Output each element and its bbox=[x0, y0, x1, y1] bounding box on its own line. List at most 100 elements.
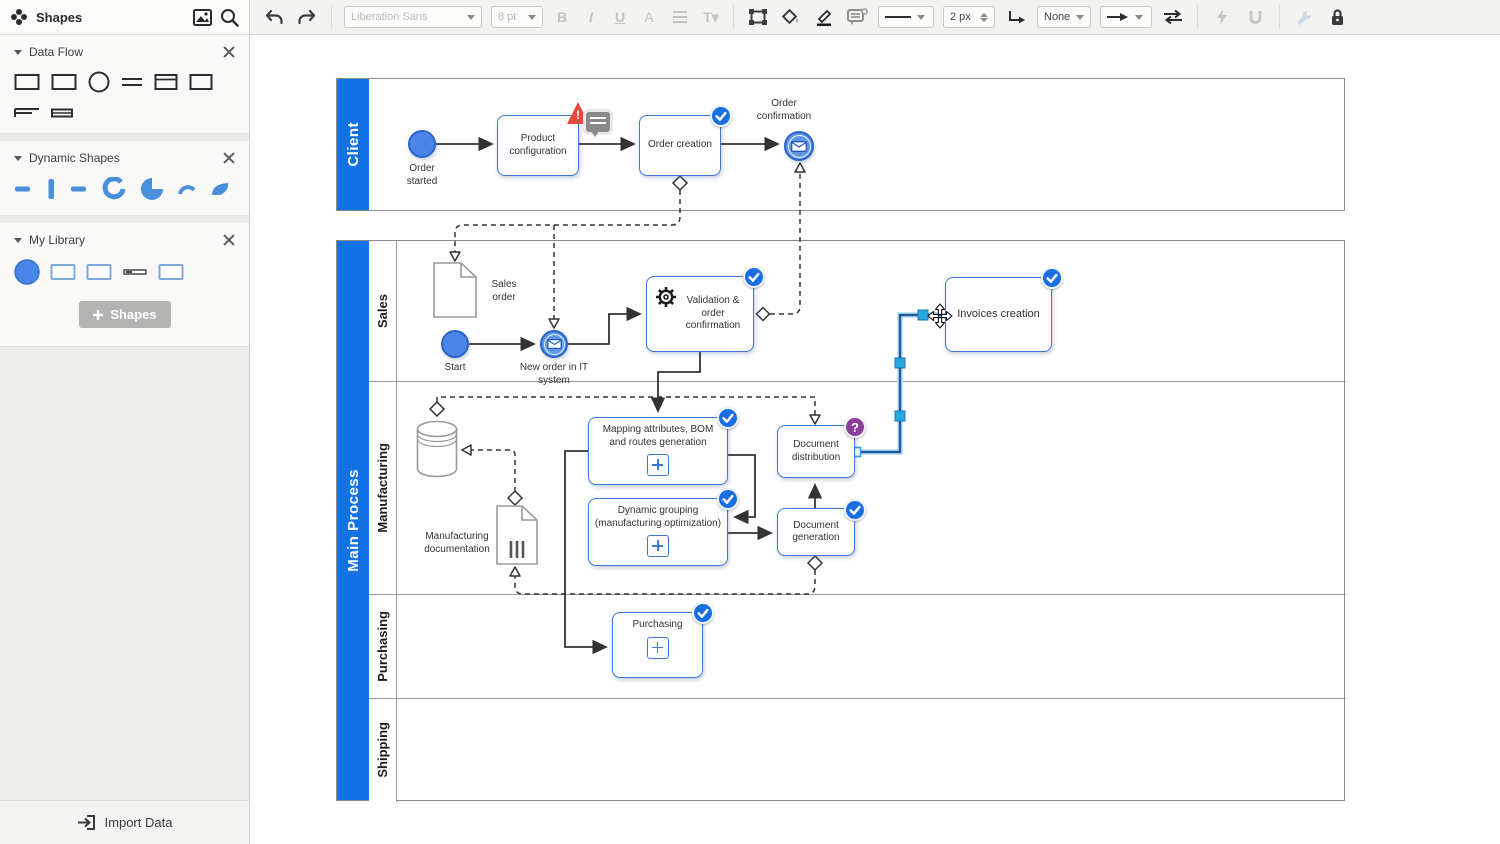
shape-parallel-lines[interactable] bbox=[121, 75, 143, 89]
shape-titled-rectangle[interactable] bbox=[154, 73, 178, 91]
shape-open-tape[interactable] bbox=[14, 107, 40, 119]
pool-client-header[interactable]: Client bbox=[337, 79, 369, 210]
sequence-flow[interactable] bbox=[436, 136, 823, 655]
shape-circle[interactable] bbox=[14, 259, 40, 285]
task-document-distribution[interactable]: Document distribution bbox=[777, 425, 855, 478]
align-button[interactable] bbox=[668, 5, 692, 29]
document-sales-order[interactable] bbox=[433, 262, 477, 318]
shape-rectangle-2[interactable] bbox=[86, 263, 112, 281]
text-options-button[interactable]: T▾ bbox=[703, 8, 719, 25]
shape-ellipse[interactable] bbox=[88, 71, 110, 93]
shape-arc[interactable] bbox=[102, 177, 126, 201]
shape-style-button[interactable] bbox=[746, 5, 770, 29]
start-event-start[interactable] bbox=[441, 330, 469, 358]
shape-rectangle-3[interactable] bbox=[189, 73, 213, 91]
collapse-caret-icon[interactable] bbox=[14, 155, 22, 161]
task-product-configuration[interactable]: Product configuration bbox=[497, 115, 579, 176]
text-color-button[interactable]: A bbox=[644, 9, 654, 25]
import-label: Import Data bbox=[104, 815, 173, 830]
line-endpoint-end-select[interactable] bbox=[1100, 6, 1152, 28]
comment-icon[interactable] bbox=[586, 112, 610, 137]
question-badge[interactable]: ? bbox=[844, 416, 866, 438]
image-icon[interactable] bbox=[193, 8, 212, 26]
wrench-icon[interactable] bbox=[1292, 5, 1316, 29]
task-validation[interactable]: Validation & order confirmation bbox=[646, 276, 754, 352]
lane-manufacturing[interactable]: Manufacturing bbox=[369, 381, 397, 594]
line-width-stepper[interactable]: 2 px bbox=[943, 6, 995, 28]
close-icon[interactable] bbox=[223, 46, 235, 58]
shape-rectangle-3[interactable] bbox=[158, 263, 184, 281]
magnet-icon[interactable] bbox=[1243, 5, 1267, 29]
task-dynamic-grouping[interactable]: Dynamic grouping (manufacturing optimiza… bbox=[588, 498, 728, 566]
add-shapes-button[interactable]: Shapes bbox=[78, 301, 171, 328]
shape-small-arc[interactable] bbox=[178, 182, 196, 196]
task-mapping-attributes[interactable]: Mapping attributes, BOM and routes gener… bbox=[588, 417, 728, 485]
bold-button[interactable]: B bbox=[556, 9, 568, 25]
redo-button[interactable] bbox=[295, 5, 319, 29]
lane-shipping[interactable]: Shipping bbox=[369, 698, 397, 802]
task-invoices-creation[interactable]: Invoices creation bbox=[945, 277, 1052, 352]
shape-rectangle-2[interactable] bbox=[51, 73, 77, 91]
search-icon[interactable] bbox=[220, 8, 239, 27]
diagram-canvas[interactable]: Client Main Process Sales Manufacturing … bbox=[250, 35, 1500, 844]
subprocess-plus-icon[interactable] bbox=[647, 535, 669, 557]
import-icon bbox=[77, 815, 95, 830]
import-data-button[interactable]: Import Data bbox=[0, 800, 249, 844]
comment-settings-button[interactable] bbox=[845, 5, 869, 29]
lock-icon[interactable] bbox=[1325, 5, 1349, 29]
message-flow[interactable] bbox=[436, 171, 816, 595]
chevron-down-icon bbox=[1076, 14, 1085, 20]
check-icon bbox=[1046, 273, 1058, 283]
shape-dash-2[interactable] bbox=[70, 180, 88, 198]
subprocess-plus-icon[interactable] bbox=[647, 454, 669, 476]
task-document-generation[interactable]: Document generation bbox=[777, 508, 855, 556]
undo-button[interactable] bbox=[262, 5, 286, 29]
line-style-select[interactable] bbox=[878, 6, 934, 28]
selected-connector[interactable] bbox=[856, 312, 942, 455]
shape-bar[interactable] bbox=[122, 267, 148, 277]
task-purchasing[interactable]: Purchasing bbox=[612, 612, 703, 678]
line-color-button[interactable] bbox=[812, 5, 836, 29]
font-family-select[interactable]: Liberation Sans bbox=[344, 6, 482, 28]
approved-badge[interactable] bbox=[710, 105, 732, 127]
shape-small-tape[interactable] bbox=[51, 108, 73, 118]
underline-button[interactable]: U bbox=[614, 9, 626, 25]
shape-rectangle[interactable] bbox=[14, 73, 40, 91]
shape-dash[interactable] bbox=[14, 180, 32, 198]
lane-sales[interactable]: Sales bbox=[369, 241, 397, 381]
close-icon[interactable] bbox=[223, 234, 235, 246]
task-order-creation[interactable]: Order creation bbox=[639, 115, 721, 176]
approved-badge[interactable] bbox=[717, 488, 739, 510]
lane-purchasing[interactable]: Purchasing bbox=[369, 594, 397, 698]
approved-badge[interactable] bbox=[743, 266, 765, 288]
approved-badge[interactable] bbox=[717, 407, 739, 429]
shape-rectangle[interactable] bbox=[50, 263, 76, 281]
swap-endpoints-button[interactable] bbox=[1161, 5, 1185, 29]
fill-color-button[interactable] bbox=[779, 5, 803, 29]
database-cylinder[interactable] bbox=[416, 420, 458, 478]
subprocess-plus-icon[interactable] bbox=[646, 636, 669, 659]
pool-main-header[interactable]: Main Process bbox=[337, 241, 369, 800]
top-strip: Shapes Liberation Sans 8 pt bbox=[0, 0, 1500, 35]
italic-button[interactable]: I bbox=[589, 9, 593, 25]
message-event-order-confirmation[interactable] bbox=[784, 131, 814, 161]
approved-badge[interactable] bbox=[1041, 267, 1063, 289]
shape-pie[interactable] bbox=[140, 177, 164, 201]
connector-type-button[interactable] bbox=[1004, 5, 1028, 29]
quick-actions-icon[interactable] bbox=[1210, 5, 1234, 29]
shape-wedge[interactable] bbox=[210, 181, 230, 197]
message-event-new-order[interactable] bbox=[540, 330, 568, 358]
connector-layer bbox=[428, 136, 942, 655]
approved-badge[interactable] bbox=[692, 602, 714, 624]
approved-badge[interactable] bbox=[844, 499, 866, 521]
line-endpoint-start-select[interactable]: None bbox=[1037, 6, 1091, 28]
collapse-caret-icon[interactable] bbox=[14, 49, 22, 55]
collapse-caret-icon[interactable] bbox=[14, 237, 22, 243]
document-manufacturing-documentation[interactable] bbox=[496, 505, 538, 565]
shapes-manager-icon[interactable] bbox=[10, 8, 28, 26]
start-event-order-started[interactable] bbox=[408, 130, 436, 158]
shape-vertical-bar[interactable] bbox=[46, 178, 56, 200]
close-icon[interactable] bbox=[223, 152, 235, 164]
font-size-select[interactable]: 8 pt bbox=[491, 6, 543, 28]
